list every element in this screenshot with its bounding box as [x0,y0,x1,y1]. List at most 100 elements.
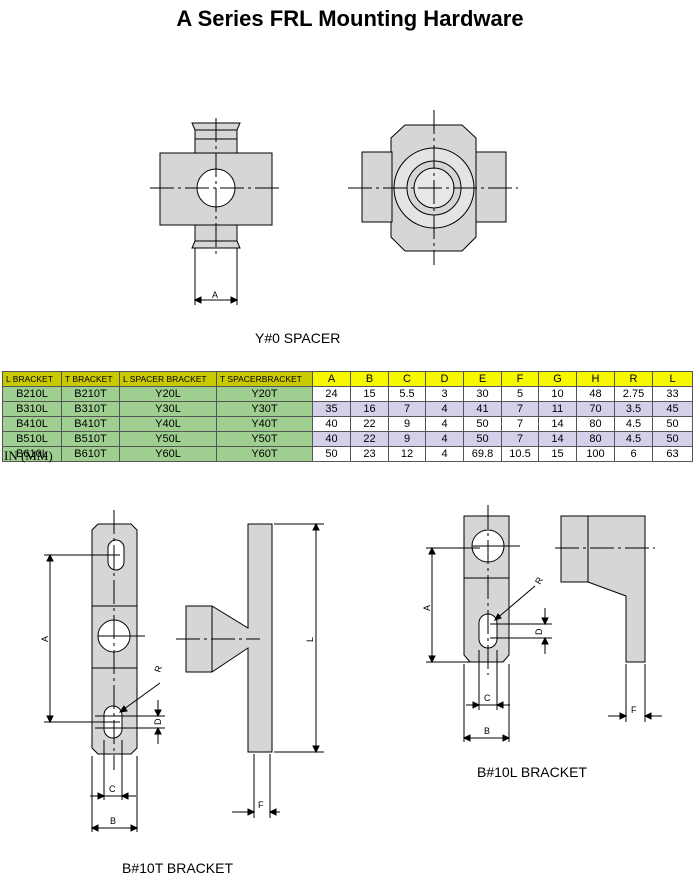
l-bracket-dim-f-label: F [631,705,637,715]
table-cell: 9 [388,431,426,447]
table-cell: 16 [350,401,389,417]
t-bracket-dim-l-label: L [305,637,315,642]
table-cell: 15 [350,386,389,402]
page-title: A Series FRL Mounting Hardware [176,6,524,31]
table-cell: 3 [425,386,464,402]
table-cell: B410L [2,416,62,432]
table-cell: 33 [652,386,693,402]
table-row: B310L B310T Y30L Y30T 35 16 7 4 41 7 11 … [2,401,693,417]
table-cell: 7 [501,416,539,432]
table-cell: 7 [388,401,426,417]
table-cell: 69.8 [463,446,502,462]
l-bracket-side-view [555,515,662,722]
col-header-f: F [501,371,539,387]
l-bracket-dim-b-label: B [484,726,490,736]
l-bracket-dim-c-label: C [484,693,491,703]
table-cell: 15 [538,446,577,462]
table-cell: Y20T [216,386,313,402]
col-header-g: G [538,371,577,387]
table-cell: Y50L [119,431,217,447]
col-header-l-bracket: L BRACKET [2,371,62,387]
col-header-t-bracket: T BRACKET [61,371,120,387]
table-cell: 4.5 [614,416,653,432]
table-cell: 6 [614,446,653,462]
table-cell: 50 [652,416,693,432]
table-cell: 50 [463,416,502,432]
table-cell: Y40L [119,416,217,432]
table-cell: 50 [652,431,693,447]
table-cell: 4.5 [614,431,653,447]
table-cell: Y40T [216,416,313,432]
col-header-e: E [463,371,502,387]
table-cell: B210L [2,386,62,402]
table-cell: 7 [501,401,539,417]
table-cell: 4 [425,446,464,462]
table-cell: 4 [425,401,464,417]
table-cell: Y30T [216,401,313,417]
col-header-t-spacer-bracket: T SPACERBRACKET [216,371,313,387]
table-row: B210L B210T Y20L Y20T 24 15 5.5 3 30 5 1… [2,386,693,402]
spacer-side-view [348,110,518,265]
col-header-a: A [312,371,351,387]
t-bracket-side-view [176,522,324,818]
spec-table: L BRACKET T BRACKET L SPACER BRACKET T S… [2,371,693,462]
l-bracket-dim-r-label: R [533,575,545,586]
table-cell: B310L [2,401,62,417]
table-cell: 5.5 [388,386,426,402]
table-cell: B410T [61,416,120,432]
table-cell: 70 [576,401,615,417]
l-bracket-dim-a-label: A [422,605,432,611]
table-cell: 4 [425,431,464,447]
col-header-l: L [652,371,693,387]
table-cell: 48 [576,386,615,402]
t-bracket-dim-d-label: D [153,718,163,725]
table-cell: B510L [2,431,62,447]
spacer-front-view [150,118,282,305]
l-bracket-front-view [426,505,552,742]
t-bracket-caption: B#10T BRACKET [122,860,234,876]
table-cell: 7 [501,431,539,447]
table-cell: B510T [61,431,120,447]
table-cell: 50 [312,446,351,462]
table-cell: B210T [61,386,120,402]
table-cell: 24 [312,386,351,402]
table-cell: 23 [350,446,389,462]
table-cell: 80 [576,416,615,432]
col-header-d: D [425,371,464,387]
t-bracket-front-view [44,510,165,832]
table-cell: 35 [312,401,351,417]
table-cell: 40 [312,416,351,432]
table-cell: 14 [538,416,577,432]
table-cell: Y60T [216,446,313,462]
col-header-b: B [350,371,389,387]
table-cell: 3.5 [614,401,653,417]
spacer-caption: Y#0 SPACER [255,330,341,346]
t-bracket-dim-f-label: F [258,800,264,810]
table-cell: 2.75 [614,386,653,402]
col-header-r: R [614,371,653,387]
table-cell: 80 [576,431,615,447]
l-bracket-dim-d-label: D [534,628,544,635]
table-cell: 5 [501,386,539,402]
table-cell: 22 [350,431,389,447]
table-cell: B610L [2,446,62,462]
t-bracket-dim-a-label: A [40,636,50,642]
col-header-c: C [388,371,426,387]
table-cell: B310T [61,401,120,417]
table-cell: 4 [425,416,464,432]
table-cell: 22 [350,416,389,432]
table-cell: 45 [652,401,693,417]
table-row: B610L B610T Y60L Y60T 50 23 12 4 69.8 10… [2,446,693,462]
table-cell: 12 [388,446,426,462]
table-cell: Y60L [119,446,217,462]
col-header-l-spacer-bracket: L SPACER BRACKET [119,371,217,387]
table-cell: 11 [538,401,577,417]
t-bracket-dim-c-label: C [109,784,116,794]
t-bracket-dim-r-label: R [152,664,164,674]
table-cell: B610T [61,446,120,462]
table-cell: 30 [463,386,502,402]
table-cell: 40 [312,431,351,447]
table-cell: 41 [463,401,502,417]
table-cell: 14 [538,431,577,447]
